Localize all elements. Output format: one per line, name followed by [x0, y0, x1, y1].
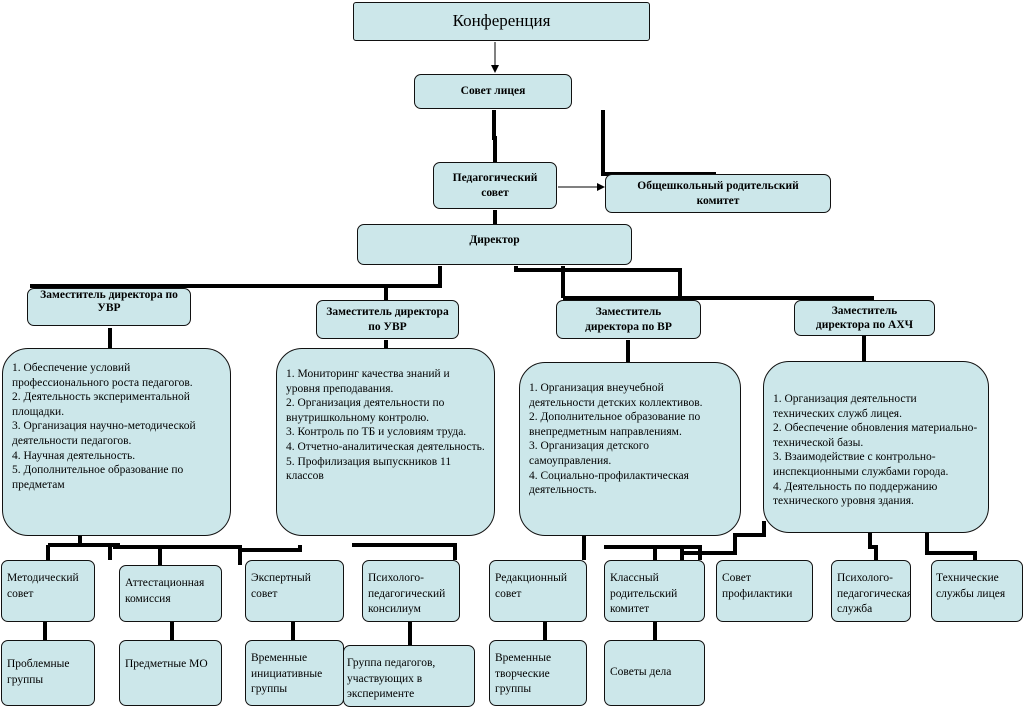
duty-item: 1. Обеспечение условий профессионального… [12, 362, 193, 389]
group-affairs: Советы дела [604, 640, 705, 706]
group-initiative: Временные инициативные группы [245, 640, 344, 706]
duty-item: 3. Взаимодействие с контрольно-инспекцио… [773, 451, 949, 478]
duty-item: 2. Организация деятельности по внутришко… [286, 397, 445, 424]
unit-method: Методический совет [1, 560, 95, 622]
duties-ahch: 1. Организация деятельности технических … [763, 361, 989, 533]
group-subject: Предметные МО [119, 640, 222, 706]
unit-psy-council: Психолого-педагогический консилиум [362, 560, 460, 622]
ped-council-box: Педагогический совет [433, 162, 557, 209]
unit-attest: Аттестационная комиссия [119, 565, 222, 622]
council-ped-line [492, 110, 497, 162]
duty-item: 2. Дополнительное образование по внепред… [529, 411, 701, 438]
duties-vr: 1. Организация внеучебной деятельности д… [519, 362, 741, 536]
duty-item: 2. Деятельность экспериментальной площад… [12, 391, 190, 418]
duty-item: 2. Обеспечение обновления материально-те… [773, 422, 978, 449]
duty-item: 5. Профилизация выпускников 11 классов [286, 455, 452, 483]
duty-item: 3. Контроль по ТБ и условиям труда. [286, 426, 467, 439]
duty-item: 4. Социально-профилактическая деятельнос… [529, 469, 689, 497]
duty-item: 5. Дополнительное образование по предмет… [12, 464, 184, 491]
unit-prevention: Совет профилактики [716, 560, 813, 622]
duty-item: 3. Организация детского самоуправления. [529, 440, 649, 467]
duty-item: 1. Мониторинг качества знаний и уровня п… [286, 368, 450, 395]
duty-item: 3. Организация научно-методической деяте… [12, 420, 196, 447]
council-parents-line [601, 110, 716, 176]
conference-box: Конференция [353, 2, 650, 41]
duty-item: 1. Организация деятельности технических … [773, 393, 917, 420]
duty-item: 4. Научная деятельность. [12, 449, 136, 462]
duties-uvr-2: 1. Мониторинг качества знаний и уровня п… [276, 348, 495, 536]
director-box: Директор [357, 224, 632, 265]
group-creative: Временные творческие группы [489, 640, 587, 706]
duty-item: 4. Отчетно-аналитическая деятельность. [286, 440, 485, 453]
duty-item: 4. Деятельность по поддержанию техническ… [773, 480, 938, 508]
duties-uvr-1: 1. Обеспечение условий профессионального… [2, 348, 231, 536]
deputy-vr: Заместитель директора по ВР [556, 300, 701, 339]
deputy-ahch: Заместитель директора по АХЧ [794, 300, 935, 336]
unit-tech: Технические службы лицея [931, 560, 1023, 622]
parents-committee-box: Общешкольный родительский комитет [605, 174, 831, 213]
council-box: Совет лицея [414, 74, 572, 109]
deputy-uvr-2: Заместитель директора по УВР [316, 300, 459, 339]
unit-class-parents: Классный родительский комитет [604, 560, 705, 622]
dir-d12-line [30, 266, 442, 288]
duty-item: 1. Организация внеучебной деятельности д… [529, 382, 703, 409]
unit-expert: Экспертный совет [245, 560, 344, 622]
unit-editorial: Редакционный совет [489, 560, 587, 622]
unit-psy-service: Психолого-педагогическая служба [831, 560, 911, 622]
group-teachers: Группа педагогов, участвующих в эксперим… [343, 645, 475, 707]
deputy-uvr-1: Заместитель директора по УВР [27, 288, 191, 326]
group-problem: Проблемные группы [1, 640, 95, 706]
